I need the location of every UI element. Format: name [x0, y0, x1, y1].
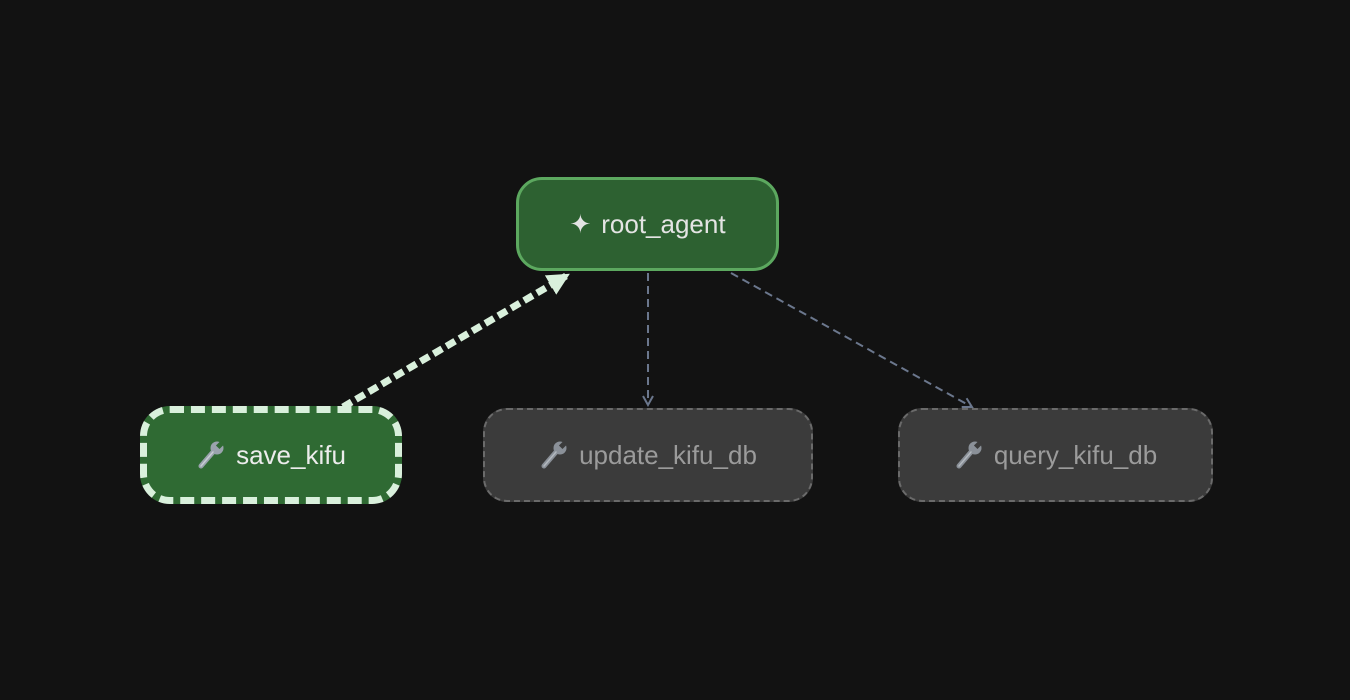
node-query-kifu-db[interactable]: query_kifu_db	[898, 408, 1213, 502]
sparkle-icon: ✦	[569, 209, 592, 239]
node-update-kifu-db[interactable]: update_kifu_db	[483, 408, 813, 502]
node-update-kifu-db-label: update_kifu_db	[579, 439, 757, 470]
node-query-kifu-db-label: query_kifu_db	[993, 439, 1158, 470]
node-save-kifu[interactable]: save_kifu	[140, 406, 402, 504]
wrench-icon	[956, 440, 983, 469]
edge-save-kifu-to-root-agent	[341, 272, 570, 411]
edge-root-agent-to-query-kifu-db	[730, 272, 972, 407]
node-root-agent[interactable]: ✦ root_agent	[516, 177, 779, 271]
wrench-icon	[541, 440, 568, 469]
node-save-kifu-label: save_kifu	[236, 439, 346, 470]
node-root-agent-label: root_agent	[601, 208, 726, 239]
wrench-icon	[198, 440, 225, 469]
